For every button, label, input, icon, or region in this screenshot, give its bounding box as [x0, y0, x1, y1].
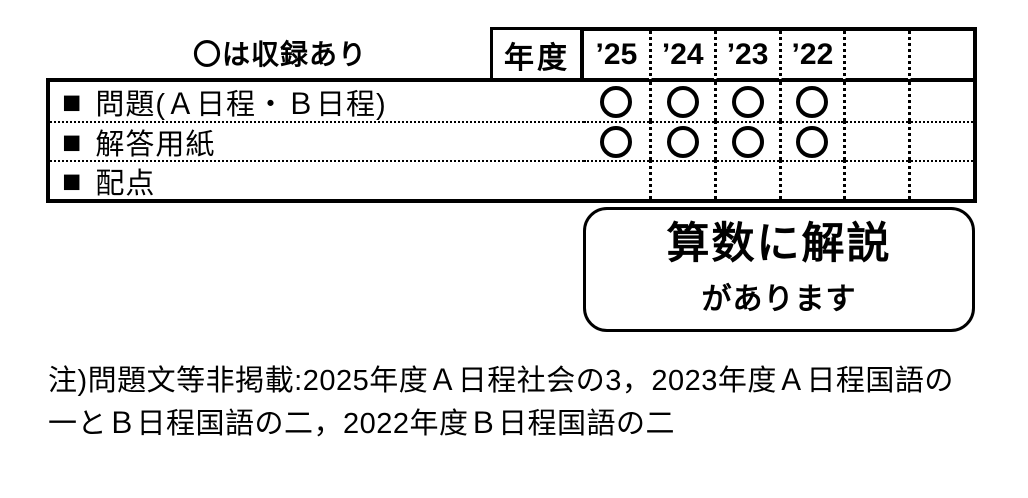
row-label: 解答用紙	[95, 128, 216, 161]
row-label: 配点	[95, 167, 156, 200]
mark-cell: ○	[713, 121, 779, 160]
years-grid: ’25 ’24 ’23 ’22 ○ ○ ○ ○ ○ ○ ○ ○	[580, 27, 977, 203]
row-labels: ■ 問題(Ａ日程・Ｂ日程) ■ 解答用紙 ■ 配点	[46, 78, 584, 203]
footnote-line: 注)問題文等非掲載:2025年度Ａ日程社会の3，2023年度Ａ日程国語の	[48, 365, 954, 397]
mark-cell	[908, 82, 973, 121]
mark-cell	[713, 160, 779, 199]
table-row: ■ 解答用紙	[50, 121, 584, 160]
table-row: ■ 配点	[50, 160, 584, 199]
mark-cell	[648, 160, 714, 199]
mark-cell	[584, 160, 649, 199]
black-square-icon: ■	[62, 83, 82, 120]
mark-cell: ○	[713, 82, 779, 121]
footnote: 注)問題文等非掲載:2025年度Ａ日程社会の3，2023年度Ａ日程国語の 一とＢ…	[48, 360, 1008, 446]
row-label: 問題(Ａ日程・Ｂ日程)	[95, 88, 387, 121]
table-row: ■ 問題(Ａ日程・Ｂ日程)	[50, 82, 584, 121]
year-header-cell: ’25	[584, 31, 649, 82]
mark-cell: ○	[648, 121, 714, 160]
year-header-cell: ’24	[648, 31, 714, 82]
year-header-cell: ’23	[713, 31, 779, 82]
year-corner-cell: 年度	[490, 27, 584, 82]
callout-subtitle: があります	[701, 283, 857, 317]
mark-cell: ○	[778, 82, 844, 121]
footnote-line: 一とＢ日程国語の二，2022年度Ｂ日程国語の二	[48, 408, 676, 440]
mark-cell	[908, 121, 973, 160]
callout-title: 算数に解説	[666, 219, 892, 268]
year-header-cell: ’22	[778, 31, 844, 82]
mark-cell: ○	[648, 82, 714, 121]
mark-cell	[843, 160, 909, 199]
year-header-cell	[843, 31, 909, 82]
explanation-callout: 算数に解説 があります	[583, 207, 975, 332]
mark-cell	[778, 160, 844, 199]
mark-cell	[843, 82, 908, 121]
mark-cell: ○	[778, 121, 844, 160]
legend-caption: 〇は収録あり	[192, 39, 367, 70]
mark-cell: ○	[584, 121, 649, 160]
mark-cell	[908, 160, 973, 199]
mark-cell: ○	[584, 82, 649, 121]
black-square-icon: ■	[62, 123, 82, 160]
mark-cell	[843, 121, 909, 160]
black-square-icon: ■	[62, 162, 82, 199]
year-header-cell	[908, 31, 973, 82]
